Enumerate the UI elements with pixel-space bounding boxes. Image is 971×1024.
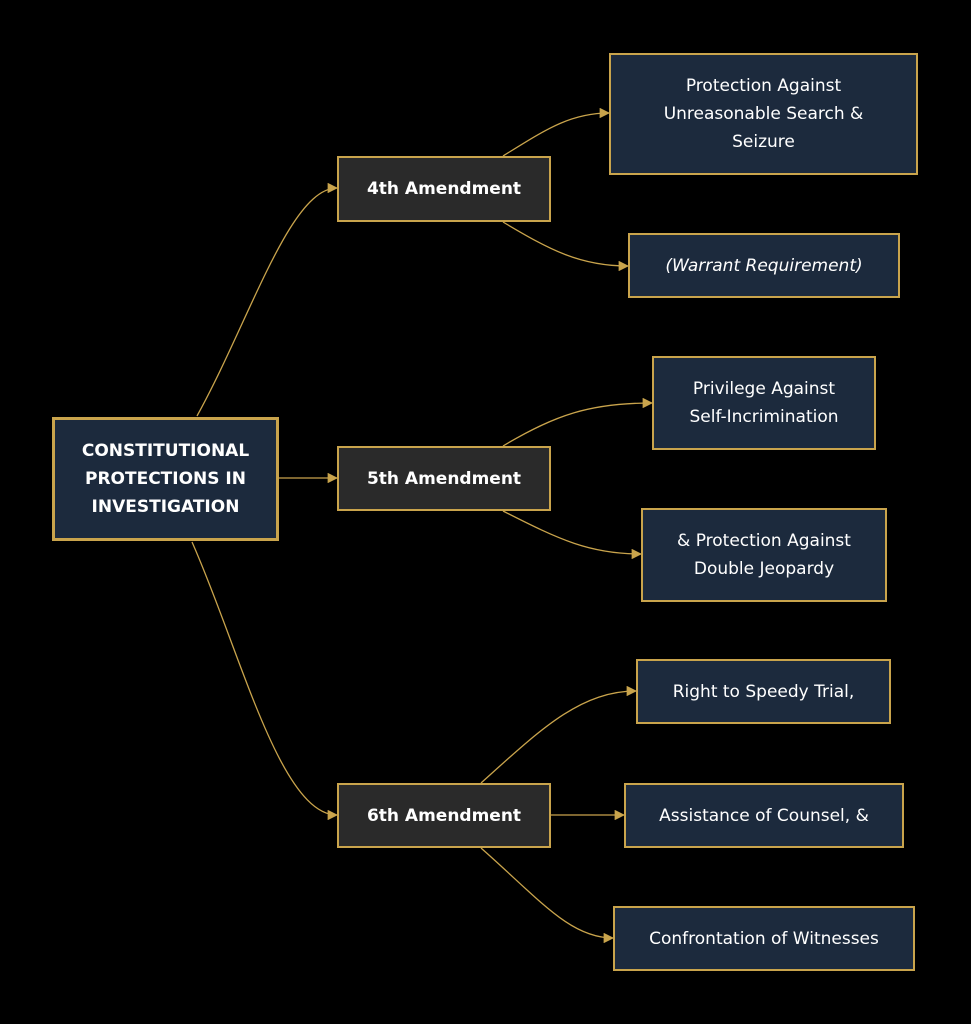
- leaf-node-assistance-of-counsel: Assistance of Counsel, &: [624, 783, 904, 848]
- leaf-label: (Warrant Requirement): [665, 255, 863, 276]
- edge-6th-to-speedy-trial: [480, 685, 638, 784]
- edge-6th-to-confrontation: [480, 847, 615, 944]
- edge-4th-to-search: [502, 107, 611, 157]
- amendment-node-5th: 5th Amendment: [337, 446, 551, 511]
- edge-5th-to-self-incrimination: [502, 397, 654, 447]
- edge-4th-to-warrant: [502, 221, 630, 272]
- amendment-node-4th: 4th Amendment: [337, 156, 551, 222]
- leaf-node-double-jeopardy: & Protection Against Double Jeopardy: [641, 508, 887, 602]
- amendment-label: 4th Amendment: [366, 179, 522, 199]
- leaf-node-confrontation: Confrontation of Witnesses: [613, 906, 915, 971]
- leaf-label: Right to Speedy Trial,: [672, 681, 855, 702]
- leaf-label: Assistance of Counsel, &: [659, 805, 869, 826]
- edge-root-to-6th: [191, 541, 339, 821]
- leaf-label: & Protection Against Double Jeopardy: [677, 531, 851, 579]
- leaf-node-search-seizure: Protection Against Unreasonable Search &…: [609, 53, 918, 175]
- leaf-label: Confrontation of Witnesses: [649, 928, 879, 949]
- leaf-node-self-incrimination: Privilege Against Self-Incrimination: [652, 356, 876, 450]
- edge-5th-to-double-jeopardy: [502, 510, 643, 560]
- leaf-node-warrant-requirement: (Warrant Requirement): [628, 233, 900, 298]
- root-label: CONSTITUTIONAL PROTECTIONS IN INVESTIGAT…: [81, 441, 250, 517]
- amendment-label: 6th Amendment: [366, 805, 522, 826]
- leaf-label: Protection Against Unreasonable Search &…: [663, 76, 864, 152]
- amendment-label: 5th Amendment: [366, 468, 522, 489]
- edge-root-to-4th: [196, 182, 339, 417]
- leaf-node-speedy-trial: Right to Speedy Trial,: [636, 659, 891, 724]
- root-node: CONSTITUTIONAL PROTECTIONS IN INVESTIGAT…: [52, 417, 279, 541]
- leaf-label: Privilege Against Self-Incrimination: [689, 379, 839, 427]
- amendment-node-6th: 6th Amendment: [337, 783, 551, 848]
